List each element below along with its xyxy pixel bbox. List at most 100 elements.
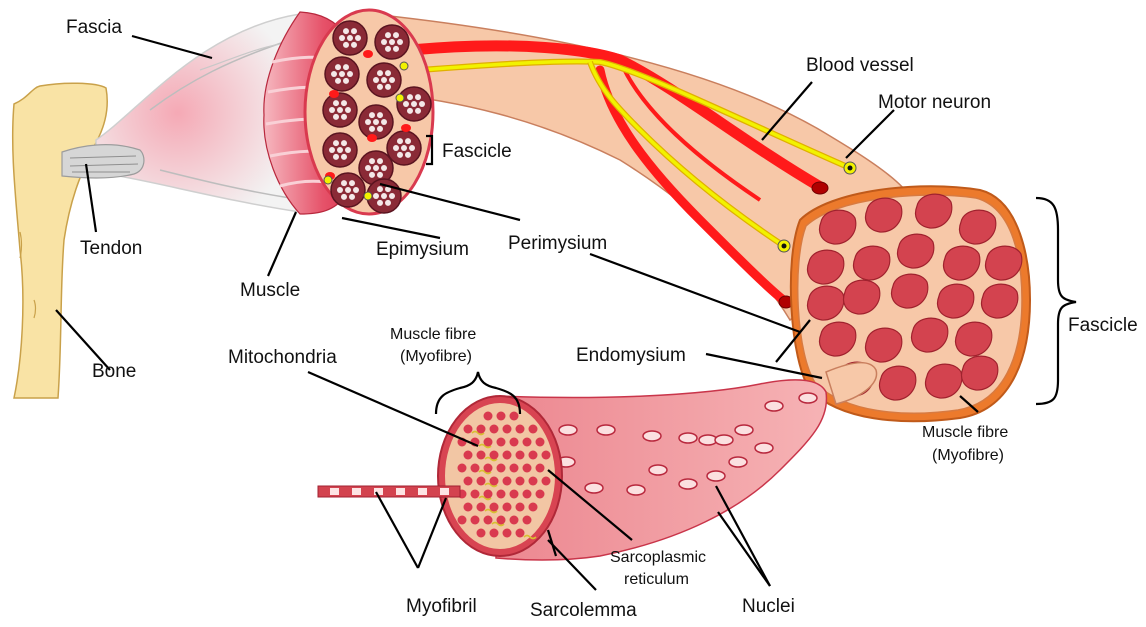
small-fascicle (333, 21, 367, 55)
small-fascicle (323, 93, 357, 127)
myofibril (490, 451, 499, 460)
myofibril (510, 438, 519, 447)
label-sarcoplasmic-1: Sarcoplasmic (610, 549, 706, 566)
myofibril (497, 516, 506, 525)
label-endomysium: Endomysium (576, 345, 686, 366)
myofibril (484, 438, 493, 447)
small-vessel (401, 124, 411, 132)
myofibril (477, 425, 486, 434)
label-muscle-fibre-top-1: Muscle fibre (390, 326, 476, 343)
myofibril (490, 503, 499, 512)
myofibril (497, 490, 506, 499)
myofibril (523, 438, 532, 447)
label-blood-vessel: Blood vessel (806, 55, 914, 76)
myofibril (510, 516, 519, 525)
myofibril (523, 516, 532, 525)
small-fascicle (323, 133, 357, 167)
nucleus (643, 431, 661, 441)
myofibril (529, 425, 538, 434)
label-fascia: Fascia (66, 17, 122, 38)
tendon (62, 145, 144, 178)
myofibril (503, 451, 512, 460)
label-epimysium: Epimysium (376, 239, 469, 260)
label-fascicle-small: Fascicle (442, 141, 512, 162)
myofibril (464, 503, 473, 512)
myofibril (497, 412, 506, 421)
myofibril (490, 529, 499, 538)
myofibril-band (352, 488, 361, 495)
small-nerve (396, 94, 404, 102)
small-nerve (364, 192, 372, 200)
label-muscle-fibre-right-2: (Myofibre) (932, 447, 1004, 464)
myofibril (497, 464, 506, 473)
myofibril (484, 490, 493, 499)
myofibril-band (396, 488, 405, 495)
nucleus (707, 471, 725, 481)
nucleus (679, 479, 697, 489)
nucleus (559, 425, 577, 435)
small-fascicle (359, 105, 393, 139)
nucleus (765, 401, 783, 411)
myofibril (510, 490, 519, 499)
myofibril (458, 464, 467, 473)
myofibril (464, 425, 473, 434)
label-mitochondria: Mitochondria (228, 347, 337, 368)
label-fascicle-large: Fascicle (1068, 315, 1138, 336)
nucleus (597, 425, 615, 435)
myofibril (529, 477, 538, 486)
myofibril (503, 425, 512, 434)
myofibril-band (374, 488, 383, 495)
label-tendon: Tendon (80, 238, 142, 259)
myofibril (503, 529, 512, 538)
label-bone: Bone (92, 361, 136, 382)
myofibril-band (418, 488, 427, 495)
myofibril (484, 464, 493, 473)
label-muscle: Muscle (240, 280, 300, 301)
myofibril (477, 529, 486, 538)
muscle-cross-section (305, 10, 433, 214)
myofibril (536, 490, 545, 499)
small-nerve (400, 62, 408, 70)
myofibril (497, 438, 506, 447)
small-fascicle (367, 63, 401, 97)
myofibril (471, 490, 480, 499)
myofibril (523, 464, 532, 473)
nucleus (715, 435, 733, 445)
nucleus (679, 433, 697, 443)
label-nuclei: Nuclei (742, 596, 795, 617)
myofibril-band (330, 488, 339, 495)
myofibril (477, 477, 486, 486)
myofibril-rod (318, 486, 460, 497)
label-myofibril: Myofibril (406, 596, 477, 617)
label-muscle-fibre-right-1: Muscle fibre (922, 424, 1008, 441)
nucleus (799, 393, 817, 403)
nucleus (755, 443, 773, 453)
myofibril (529, 451, 538, 460)
myofibril (536, 464, 545, 473)
nucleus (729, 457, 747, 467)
label-perimysium: Perimysium (508, 233, 607, 254)
small-fascicle (331, 173, 365, 207)
small-vessel (367, 134, 377, 142)
label-sarcolemma: Sarcolemma (530, 600, 637, 621)
myofibril (503, 503, 512, 512)
nucleus (735, 425, 753, 435)
myofibril (477, 503, 486, 512)
myofibril (510, 412, 519, 421)
fascicle-cross-section (791, 186, 1030, 421)
myofibril (529, 503, 538, 512)
label-muscle-fibre-top-2: (Myofibre) (400, 348, 472, 365)
myofibril (516, 425, 525, 434)
myofibril (490, 425, 499, 434)
nucleus (649, 465, 667, 475)
myofibril (516, 529, 525, 538)
small-fascicle (325, 57, 359, 91)
small-fascicle (397, 87, 431, 121)
myofibril (490, 477, 499, 486)
myofibril (477, 451, 486, 460)
small-fascicle (375, 25, 409, 59)
small-nerve (324, 176, 332, 184)
myofibril (516, 503, 525, 512)
myofibril (464, 477, 473, 486)
myofibre (438, 380, 827, 560)
